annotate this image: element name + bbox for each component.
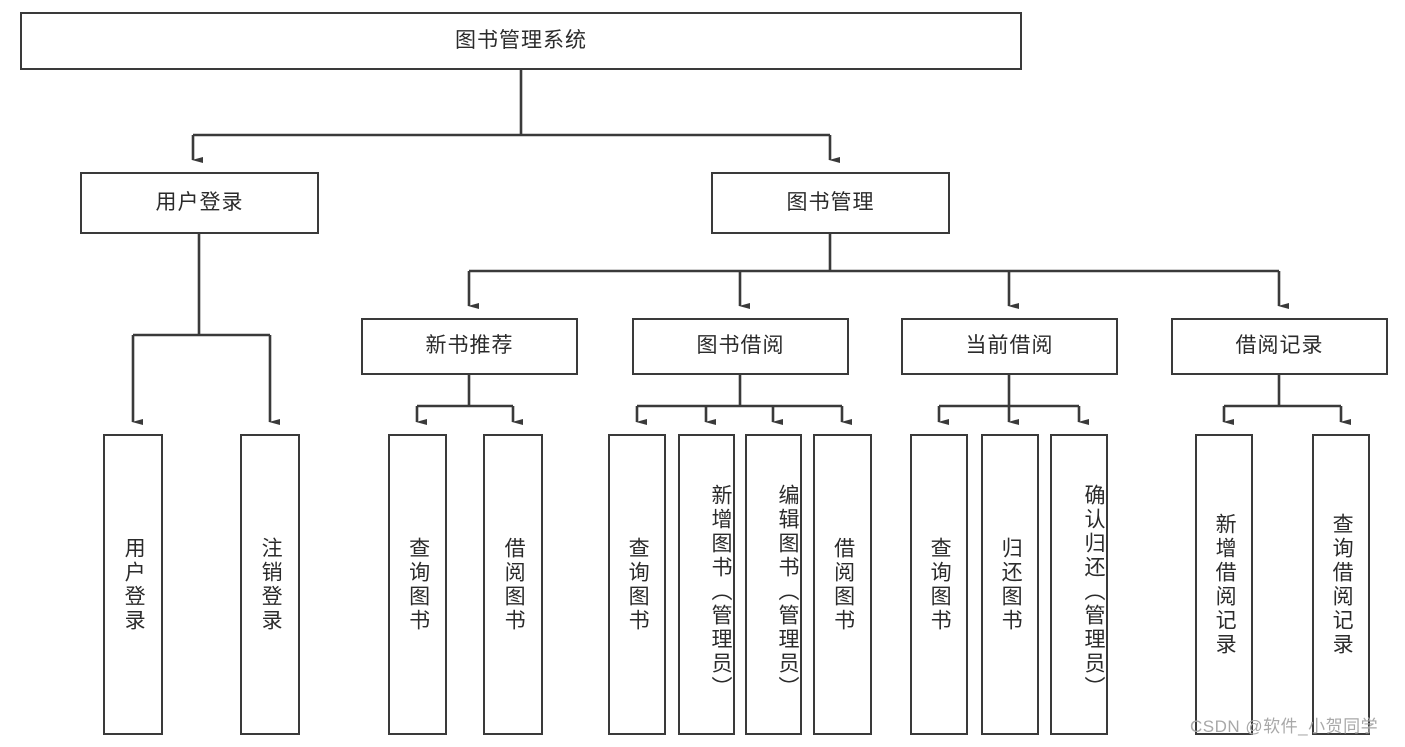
leaf-borrow-book-new[interactable]: 借阅图书 (483, 434, 543, 735)
node-borrow-record[interactable]: 借阅记录 (1171, 318, 1388, 375)
node-current-borrow[interactable]: 当前借阅 (901, 318, 1118, 375)
leaf-query-book[interactable]: 查询图书 (608, 434, 666, 735)
leaf-query-book-current[interactable]: 查询图书 (910, 434, 968, 735)
leaf-user-login[interactable]: 用户登录 (103, 434, 163, 735)
leaf-return-book[interactable]: 归还图书 (981, 434, 1039, 735)
leaf-edit-book-admin[interactable]: 编辑图书（管理员） (745, 434, 802, 735)
node-book-borrow[interactable]: 图书借阅 (632, 318, 849, 375)
leaf-add-borrow-record[interactable]: 新增借阅记录 (1195, 434, 1253, 735)
node-root[interactable]: 图书管理系统 (20, 12, 1022, 70)
leaf-add-book-admin[interactable]: 新增图书（管理员） (678, 434, 735, 735)
node-new-book-recommend[interactable]: 新书推荐 (361, 318, 578, 375)
leaf-query-borrow-record[interactable]: 查询借阅记录 (1312, 434, 1370, 735)
node-user-login[interactable]: 用户登录 (80, 172, 319, 234)
leaf-logout[interactable]: 注销登录 (240, 434, 300, 735)
node-book-management[interactable]: 图书管理 (711, 172, 950, 234)
leaf-confirm-return-admin[interactable]: 确认归还（管理员） (1050, 434, 1108, 735)
watermark: CSDN @软件_小贺同学 (1190, 717, 1379, 736)
leaf-borrow-book[interactable]: 借阅图书 (813, 434, 872, 735)
leaf-query-book-new[interactable]: 查询图书 (388, 434, 447, 735)
